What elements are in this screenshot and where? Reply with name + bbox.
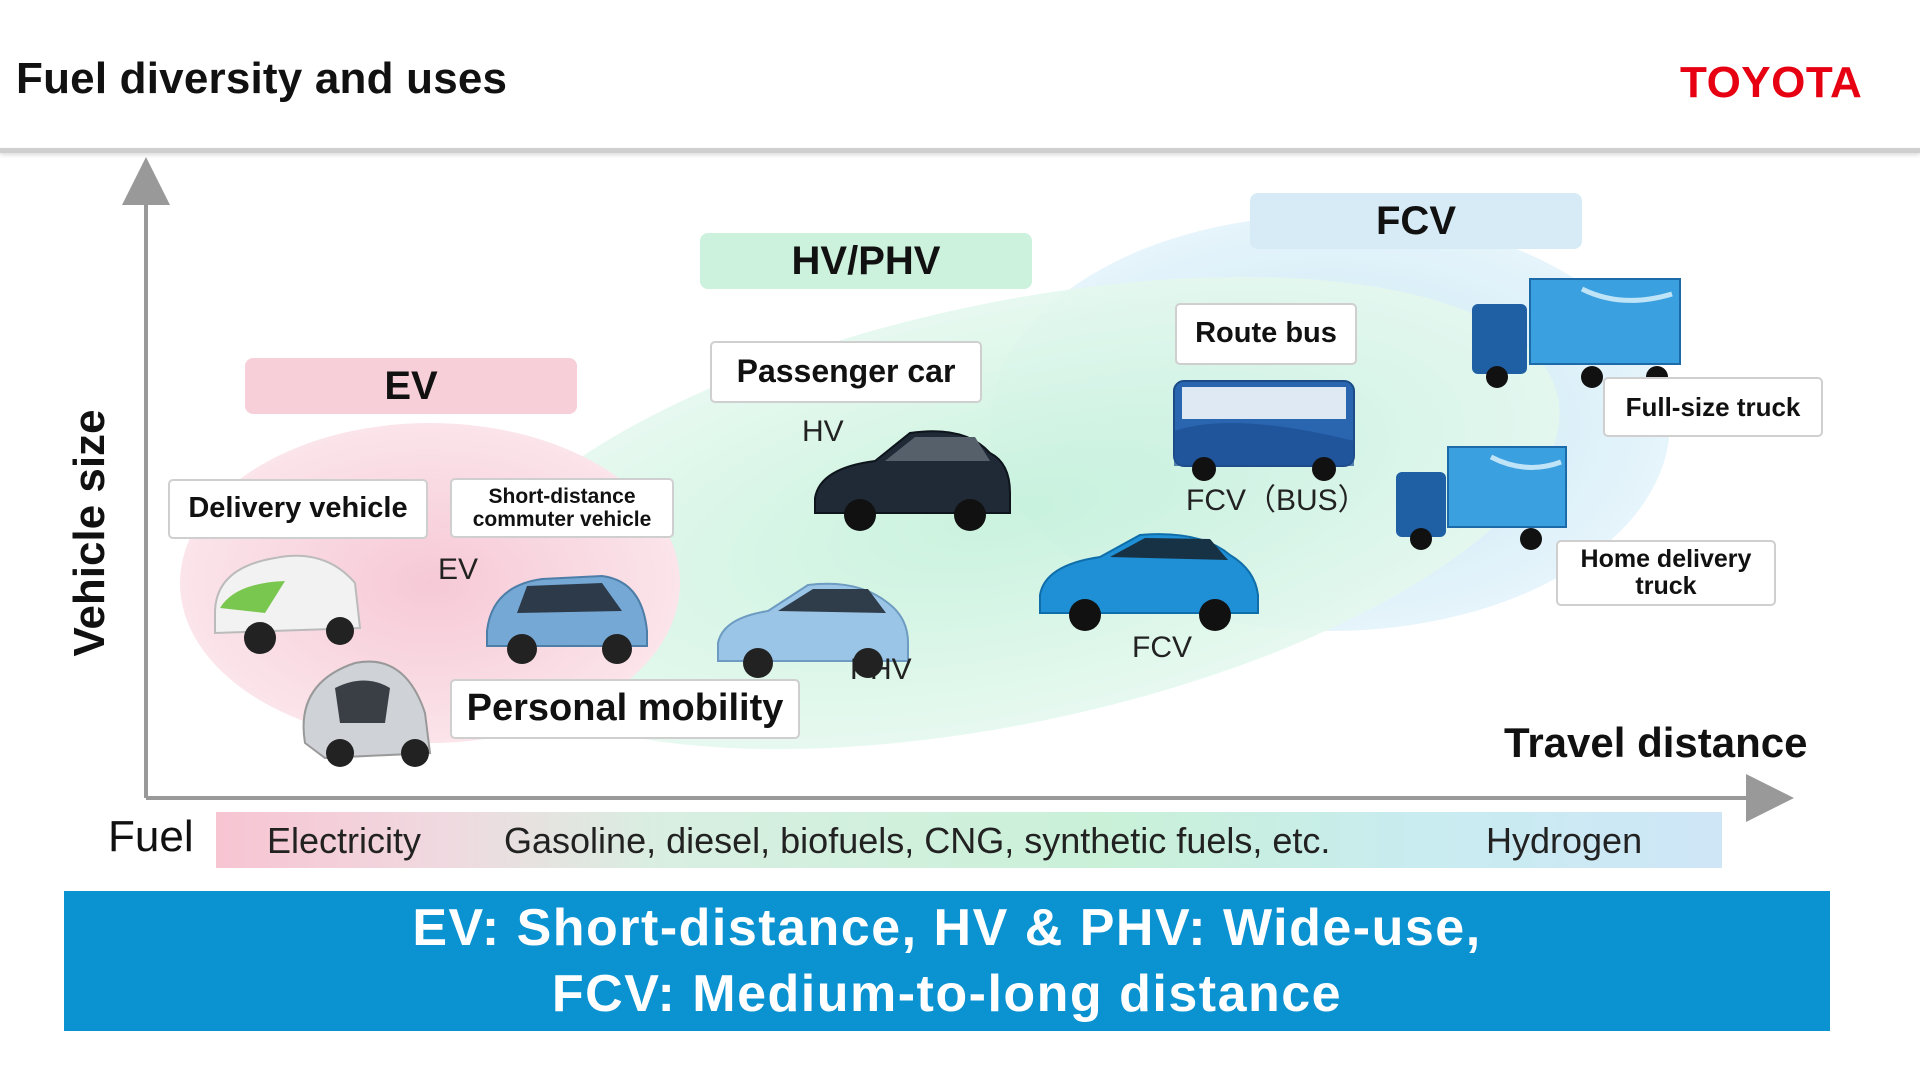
ev-car-icon xyxy=(486,574,648,664)
home-delivery-truck-icon xyxy=(1396,446,1567,550)
label-commuter-line1: Short-distance xyxy=(488,484,636,508)
label-home-delivery-line2: truck xyxy=(1635,572,1697,600)
summary-banner: EV: Short-distance, HV & PHV: Wide-use, … xyxy=(64,891,1830,1031)
label-fcv: FCV xyxy=(1132,631,1192,664)
fuel-use-diagram: EV HV/PHV FCV Delivery vehicle Short-dis… xyxy=(0,153,1920,873)
delivery-vehicle-icon xyxy=(214,554,362,654)
label-home-delivery-line1: Home delivery xyxy=(1580,544,1752,573)
label-phv: PHV xyxy=(850,653,912,686)
fuel-electricity: Electricity xyxy=(267,820,422,861)
phv-hatchback-icon xyxy=(717,582,909,678)
fuel-gradient-bar xyxy=(216,812,1722,868)
label-home-delivery-truck: Home delivery truck xyxy=(1556,540,1776,606)
banner-line-1: EV: Short-distance, HV & PHV: Wide-use, xyxy=(412,899,1482,957)
label-hv: HV xyxy=(802,415,844,448)
label-route-bus: Route bus xyxy=(1175,303,1357,365)
label-commuter-vehicle: Short-distance commuter vehicle xyxy=(450,478,674,538)
toyota-logo: TOYOTA xyxy=(1680,58,1863,107)
personal-mobility-icon xyxy=(302,660,432,767)
hv-sedan-icon xyxy=(814,430,1011,531)
label-passenger-car: Passenger car xyxy=(710,341,982,403)
label-personal-mobility: Personal mobility xyxy=(450,679,800,739)
label-ev: EV xyxy=(438,553,479,586)
label-delivery-vehicle: Delivery vehicle xyxy=(168,479,428,539)
label-commuter-line2: commuter vehicle xyxy=(472,508,652,531)
label-full-size-truck: Full-size truck xyxy=(1603,377,1823,437)
category-fcv: FCV xyxy=(1250,193,1582,249)
category-hv-phv: HV/PHV xyxy=(700,233,1032,289)
header-divider xyxy=(0,148,1920,153)
fcv-car-icon xyxy=(1039,533,1259,631)
banner-line-2: FCV: Medium-to-long distance xyxy=(551,965,1343,1023)
fuel-hydrogen: Hydrogen xyxy=(1486,820,1643,861)
slide-header xyxy=(0,0,1920,148)
fcv-bus-icon xyxy=(1173,380,1355,481)
y-axis-label: Vehicle size xyxy=(65,409,114,657)
full-size-truck-icon xyxy=(1472,278,1681,388)
page-title: Fuel diversity and uses xyxy=(16,54,508,103)
fuel-title: Fuel xyxy=(108,812,194,861)
label-fcv-bus: FCV（BUS） xyxy=(1186,484,1368,517)
category-ev: EV xyxy=(245,358,577,414)
x-axis-label: Travel distance xyxy=(1504,719,1808,766)
fuel-gasoline: Gasoline, diesel, biofuels, CNG, synthet… xyxy=(504,820,1331,861)
